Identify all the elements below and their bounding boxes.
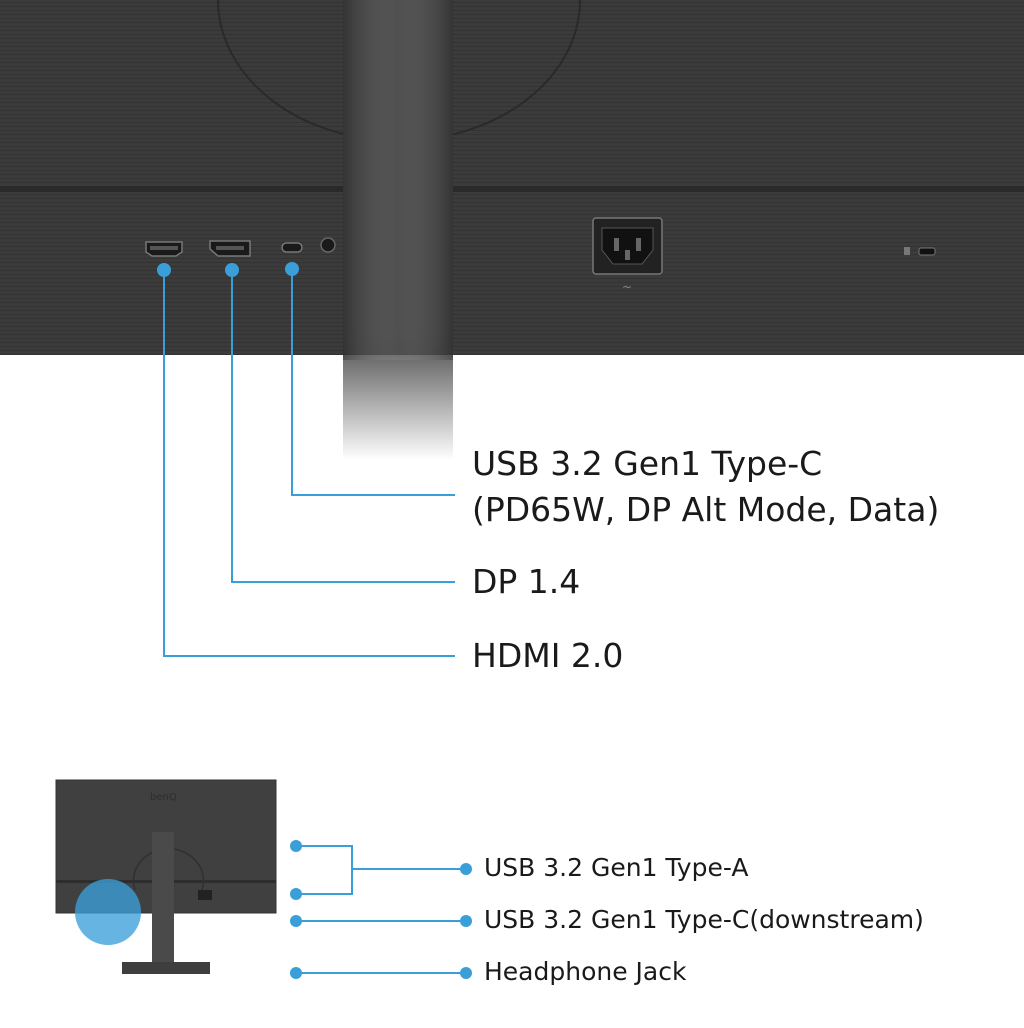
dp-callout-dot: [225, 263, 239, 277]
usb-c-downstream-label: USB 3.2 Gen1 Type-C(downstream): [484, 905, 924, 934]
usb-c-port-icon: [281, 242, 303, 253]
usb-c-label-line2: (PD65W, DP Alt Mode, Data): [472, 490, 940, 529]
headphone-label: Headphone Jack: [484, 957, 687, 986]
thumbnail-stand-base: [122, 962, 210, 974]
dp-label: DP 1.4: [472, 562, 581, 601]
usb-a-end-dot: [460, 863, 472, 875]
headphone-start-dot: [290, 967, 302, 979]
panel-seam: [0, 186, 1024, 192]
displayport-icon: [209, 240, 251, 257]
usb-c-callout-dot: [285, 262, 299, 276]
usb-c-label-line1: USB 3.2 Gen1 Type-C: [472, 444, 823, 483]
hdmi-label: HDMI 2.0: [472, 636, 624, 675]
monitor-rear-closeup: ~: [0, 0, 1024, 460]
svg-text:~: ~: [622, 280, 632, 294]
side-port-callouts: [290, 840, 472, 979]
side-port-highlight: [75, 879, 141, 945]
headphone-end-dot: [460, 967, 472, 979]
stand-neck-shade: [343, 0, 453, 360]
thumbnail-logo: benQ: [150, 792, 177, 803]
usb-c-downstream-end-dot: [460, 915, 472, 927]
thumbnail-power-socket: [198, 890, 212, 900]
headphone-jack-icon: [320, 237, 336, 253]
hdmi-callout-dot: [157, 263, 171, 277]
rear-port-callouts: [157, 262, 455, 657]
monitor-thumbnail: benQ: [55, 779, 277, 974]
usb-a-label: USB 3.2 Gen1 Type-A: [484, 853, 749, 882]
hdmi-port-icon: [145, 241, 183, 257]
usb-c-callout-line: [291, 269, 455, 496]
usb-c-downstream-start-dot: [290, 915, 302, 927]
dp-callout-line: [231, 270, 455, 583]
hdmi-callout-line: [163, 270, 455, 657]
power-socket-icon: ~: [592, 217, 663, 294]
rear-panel: [0, 0, 1024, 355]
usb-a-bracket: [296, 845, 353, 895]
security-lock-icon: [904, 247, 936, 256]
thumbnail-stand-neck: [152, 832, 174, 962]
